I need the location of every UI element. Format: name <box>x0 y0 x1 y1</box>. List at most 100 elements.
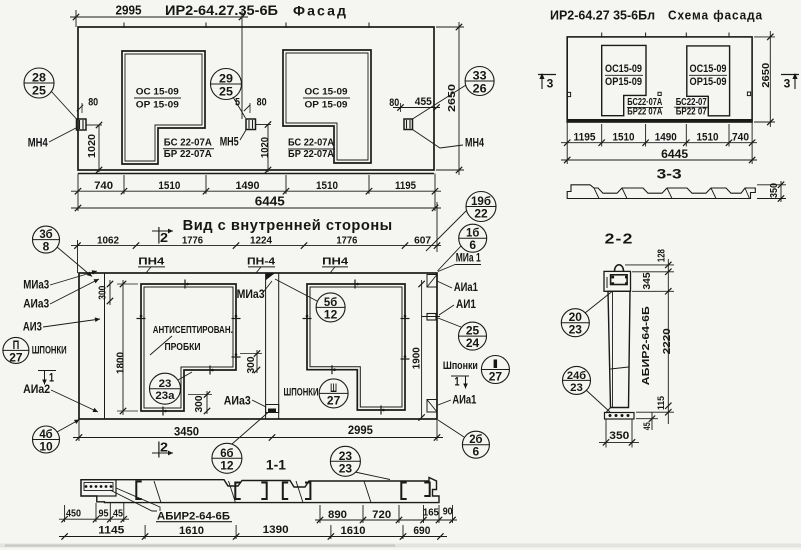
svg-text:АНТИСЕПТИРОВАН.: АНТИСЕПТИРОВАН. <box>153 325 233 336</box>
svg-text:БС22-07: БС22-07 <box>676 97 707 108</box>
svg-text:23: 23 <box>570 382 583 394</box>
svg-text:МН4: МН4 <box>465 135 484 149</box>
svg-text:2-2: 2-2 <box>605 232 634 248</box>
svg-text:1020: 1020 <box>87 134 98 158</box>
svg-text:22: 22 <box>474 209 487 221</box>
svg-text:ОР 15-09: ОР 15-09 <box>305 100 348 111</box>
svg-text:23: 23 <box>159 378 172 390</box>
svg-text:АИ3: АИ3 <box>23 321 42 333</box>
svg-text:Фасад: Фасад <box>293 4 348 19</box>
svg-text:1510: 1510 <box>697 132 719 144</box>
svg-text:ОР15-09: ОР15-09 <box>690 76 727 88</box>
svg-text:1: 1 <box>455 375 460 389</box>
svg-text:6445: 6445 <box>255 193 285 208</box>
svg-text:3: 3 <box>784 77 791 91</box>
svg-text:Ш: Ш <box>330 383 337 395</box>
svg-text:2650: 2650 <box>446 84 458 112</box>
svg-text:1195: 1195 <box>574 132 596 144</box>
svg-text:2220: 2220 <box>661 328 673 354</box>
svg-text:ОС 15-09: ОС 15-09 <box>136 87 179 98</box>
svg-text:1020: 1020 <box>260 137 271 158</box>
svg-text:1390: 1390 <box>263 524 289 536</box>
svg-text:3450: 3450 <box>174 424 199 438</box>
svg-text:27: 27 <box>9 352 22 364</box>
svg-text:2: 2 <box>160 231 168 245</box>
svg-text:28: 28 <box>32 71 46 85</box>
svg-text:АБИР2-64-6Б: АБИР2-64-6Б <box>157 511 230 523</box>
svg-text:350: 350 <box>769 183 780 198</box>
svg-text:Вид с внутренней стороны: Вид с внутренней стороны <box>183 218 393 234</box>
svg-text:МН5: МН5 <box>220 134 239 148</box>
svg-text:Шпонки: Шпонки <box>443 360 478 372</box>
svg-text:24: 24 <box>466 338 480 350</box>
svg-text:2995: 2995 <box>348 425 374 437</box>
svg-text:27: 27 <box>489 372 502 384</box>
svg-text:ОР15-09: ОР15-09 <box>605 76 642 88</box>
svg-text:455: 455 <box>415 96 432 108</box>
svg-text:1б: 1б <box>466 228 479 240</box>
svg-text:БР22 07: БР22 07 <box>676 106 707 117</box>
svg-text:ШПОНКИ: ШПОНКИ <box>284 387 319 399</box>
svg-text:ИР2-64.27.35-6Б: ИР2-64.27.35-6Б <box>165 3 278 18</box>
svg-text:10: 10 <box>39 442 52 454</box>
svg-text:МИа3: МИа3 <box>23 280 49 292</box>
svg-text:23: 23 <box>569 325 582 337</box>
svg-text:АИа2: АИа2 <box>23 384 50 396</box>
svg-text:МИа3: МИа3 <box>237 289 265 301</box>
svg-text:П: П <box>13 340 20 352</box>
svg-text:МИа 1: МИа 1 <box>456 252 481 264</box>
svg-text:1195: 1195 <box>395 180 416 192</box>
svg-text:12: 12 <box>220 460 233 472</box>
svg-text:740: 740 <box>732 132 749 144</box>
svg-text:25: 25 <box>32 84 46 98</box>
svg-text:607: 607 <box>414 235 431 246</box>
svg-text:1-1: 1-1 <box>266 457 286 473</box>
svg-text:33: 33 <box>473 69 487 83</box>
svg-text:6: 6 <box>473 447 480 459</box>
svg-text:1776: 1776 <box>336 235 357 246</box>
svg-text:БС 22-07А: БС 22-07А <box>288 138 334 149</box>
svg-text:45: 45 <box>113 507 123 519</box>
svg-text:45: 45 <box>642 422 653 431</box>
svg-text:6б: 6б <box>220 448 233 460</box>
svg-text:19б: 19б <box>471 196 491 208</box>
svg-text:29: 29 <box>219 72 233 86</box>
svg-text:ОР 15-09: ОР 15-09 <box>136 100 179 111</box>
svg-text:ОС15-09: ОС15-09 <box>605 63 642 75</box>
svg-text:345: 345 <box>641 272 653 289</box>
svg-text:23: 23 <box>339 451 352 463</box>
svg-text:I: I <box>492 359 499 371</box>
svg-text:6: 6 <box>469 240 476 252</box>
svg-text:1610: 1610 <box>341 525 366 537</box>
svg-text:БР22 07А: БР22 07А <box>627 107 662 118</box>
svg-text:12: 12 <box>324 309 337 321</box>
svg-text:23а: 23а <box>155 390 175 402</box>
svg-text:24б: 24б <box>567 370 586 382</box>
svg-text:АИа3: АИа3 <box>224 396 251 408</box>
svg-text:ШПОНКИ: ШПОНКИ <box>32 344 67 356</box>
svg-text:80: 80 <box>257 97 267 109</box>
svg-text:1: 1 <box>49 371 54 385</box>
svg-text:300: 300 <box>245 356 257 373</box>
svg-text:23: 23 <box>339 463 352 475</box>
svg-text:740: 740 <box>94 180 113 192</box>
svg-text:1224: 1224 <box>250 235 272 246</box>
svg-text:80: 80 <box>88 97 98 109</box>
svg-text:5б: 5б <box>324 297 337 309</box>
svg-text:1062: 1062 <box>97 235 119 246</box>
svg-text:6445: 6445 <box>661 147 688 161</box>
svg-text:ПН4: ПН4 <box>138 256 164 268</box>
svg-text:1510: 1510 <box>158 180 180 192</box>
svg-text:26: 26 <box>473 82 487 96</box>
svg-text:300: 300 <box>193 395 205 412</box>
svg-text:2650: 2650 <box>760 63 772 88</box>
svg-text:ОС15-09: ОС15-09 <box>690 63 727 75</box>
svg-text:ПН-4: ПН-4 <box>247 256 275 268</box>
svg-text:27: 27 <box>327 395 340 407</box>
svg-text:1610: 1610 <box>179 525 204 537</box>
svg-text:90: 90 <box>443 506 453 518</box>
svg-text:1510: 1510 <box>316 180 338 192</box>
svg-text:МН4: МН4 <box>28 135 48 149</box>
svg-text:2995: 2995 <box>116 4 142 18</box>
svg-text:Схема фасада: Схема фасада <box>668 8 763 23</box>
